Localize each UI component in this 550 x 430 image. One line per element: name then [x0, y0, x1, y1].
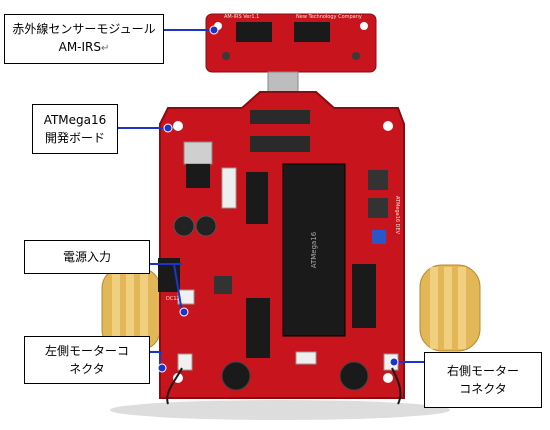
board-shadow [110, 400, 450, 420]
power-input-callout-line1: 電源入力 [62, 250, 111, 264]
dev-board-callout-line2: 開発ボード [44, 131, 105, 145]
sensor-module-callout: 赤外線センサーモジュール AM-IRS↵ [4, 14, 164, 64]
right-motor-callout-line1: 右側モーター [446, 364, 519, 378]
main-chip-label: ATMega16 [310, 231, 318, 268]
main-board: ATMega16 DC12 ATMega16 DEV [158, 91, 405, 405]
left-motor-callout-line2: ネクタ [69, 362, 105, 376]
sensor-module-board: AM-IRS Ver1.1 New Technology Company [205, 13, 377, 73]
power-input-callout: 電源入力 [24, 240, 150, 274]
sensor-module-callout-line1: 赤外線センサーモジュール [12, 22, 156, 36]
sensor-module-model: AM-IRS [58, 40, 101, 54]
left-motor-callout: 左側モーターコ ネクタ [24, 336, 150, 384]
board-side-silk: ATMega16 DEV [394, 196, 400, 235]
sensor-board-silk: AM-IRS Ver1.1 [224, 14, 259, 20]
sensor-module-callout-line2: AM-IRS↵ [5, 38, 163, 58]
right-motor-callout-line2: コネクタ [459, 382, 507, 396]
callout-dots [157, 25, 399, 373]
power-silk: DC12 [166, 296, 180, 302]
left-motor-callout-line1: 左側モーターコ [44, 344, 129, 358]
return-mark-icon: ↵ [101, 43, 110, 54]
right-motor-callout: 右側モーター コネクタ [424, 352, 542, 408]
dev-board-callout: ATMega16 開発ボード [32, 104, 118, 154]
dev-board-callout-line1: ATMega16 [43, 113, 107, 127]
right-wheel [419, 264, 481, 352]
sensor-board-company: New Technology Company [296, 14, 362, 20]
